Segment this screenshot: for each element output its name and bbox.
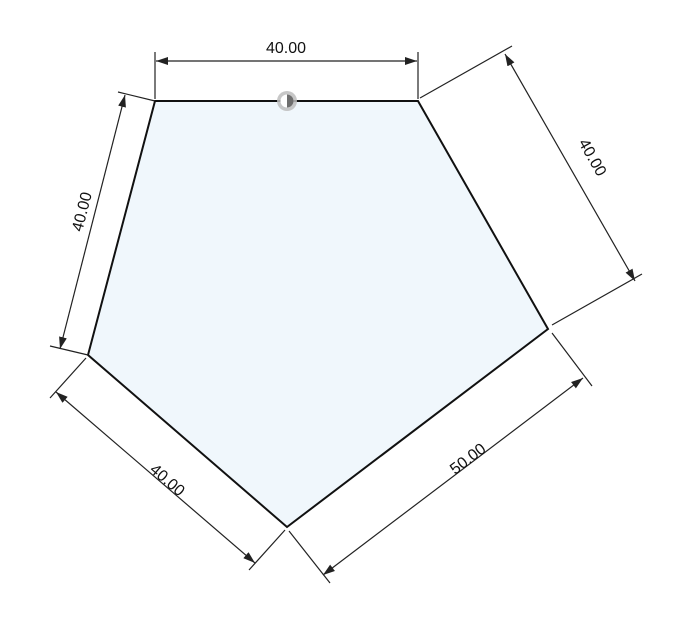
extension-line [551, 332, 593, 387]
extension-line [288, 530, 331, 584]
extension-line [551, 273, 643, 326]
dimension-label-right-lower[interactable]: 50.00 [447, 440, 489, 478]
dimension-label-top[interactable]: 40.00 [266, 40, 306, 57]
origin-marker-icon[interactable] [277, 91, 297, 111]
dimension-line [504, 53, 636, 282]
dimension-label-bottom-left[interactable]: 40.00 [146, 461, 187, 500]
dimension-line [59, 94, 126, 350]
extension-line [248, 529, 286, 571]
dimension-label-left[interactable]: 40.00 [69, 190, 96, 233]
extension-line [117, 91, 156, 102]
dimension-label-right-upper[interactable]: 40.00 [575, 136, 610, 179]
extension-line [49, 345, 89, 356]
dimension-line [55, 391, 256, 564]
dimension-line [322, 377, 584, 576]
dimension-top[interactable]: 40.00 [154, 40, 419, 99]
extension-line [419, 45, 513, 99]
extension-line [49, 357, 87, 399]
